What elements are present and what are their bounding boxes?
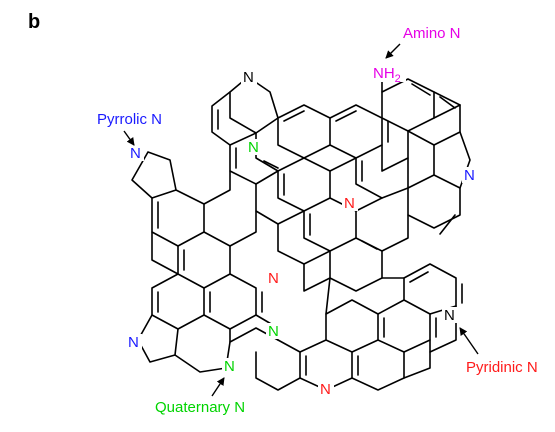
atom-n-pyridinic-right: N bbox=[444, 307, 455, 324]
atom-n-center-pyridinic: N bbox=[344, 195, 355, 212]
label-quaternary-n: Quaternary N bbox=[155, 399, 245, 416]
atom-labels: N N N N N N N N N N N NH2 bbox=[126, 60, 478, 398]
atom-n-top-pyrrole: N bbox=[243, 69, 254, 86]
molecular-skeleton bbox=[131, 76, 471, 391]
arrow-quaternary bbox=[211, 377, 225, 397]
panel-label: b bbox=[28, 11, 40, 33]
arrow-pyridinic bbox=[459, 327, 479, 355]
label-pyrrolic-n: Pyrrolic N bbox=[97, 111, 162, 128]
atom-n-quaternary: N bbox=[224, 358, 235, 375]
atom-n-bottom-pyridinic: N bbox=[320, 381, 331, 398]
atom-n-right-pyrrole: N bbox=[464, 167, 475, 184]
annotations: Amino N Pyrrolic N Pyridinic N Quaternar… bbox=[97, 25, 538, 416]
double-bonds bbox=[157, 83, 463, 376]
atom-n-quaternary-upper: N bbox=[268, 323, 279, 340]
arrow-amino bbox=[385, 43, 401, 59]
atom-n-graphitic: N bbox=[248, 139, 259, 156]
atom-n-lower-left-pyrrole: N bbox=[128, 334, 139, 351]
label-amino-n: Amino N bbox=[403, 25, 461, 42]
atom-n-pyrrolic: N bbox=[130, 145, 141, 162]
atom-n-lower-pyridinic: N bbox=[268, 270, 279, 287]
label-pyridinic-n: Pyridinic N bbox=[466, 359, 538, 376]
atom-nh2: NH2 bbox=[373, 65, 401, 85]
arrow-pyrrolic bbox=[123, 130, 135, 146]
